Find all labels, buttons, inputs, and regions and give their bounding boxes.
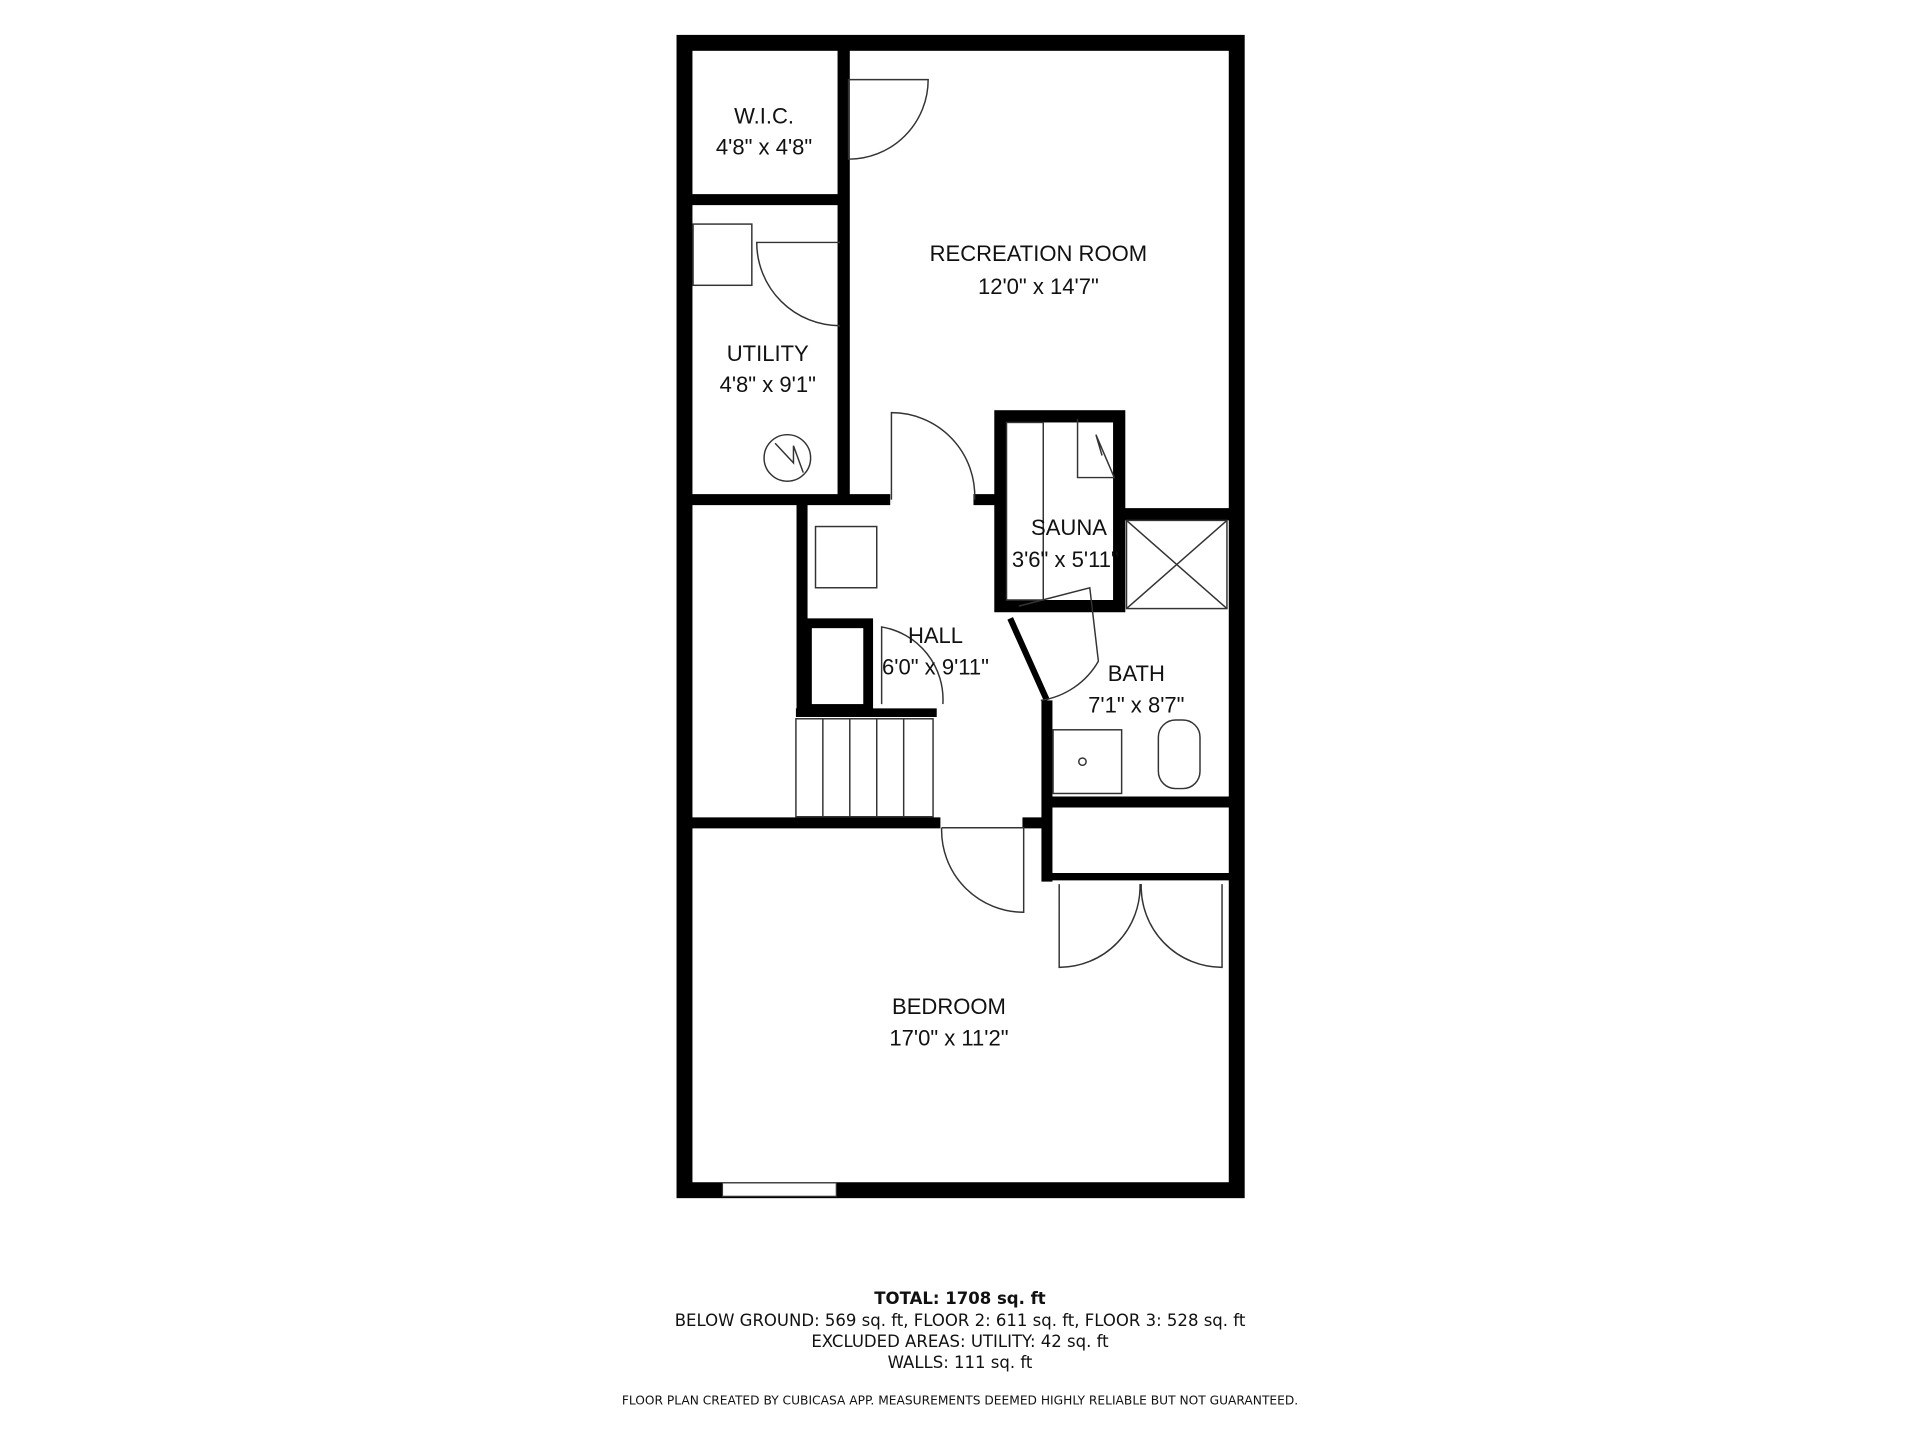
room-name-recreation: RECREATION ROOM	[930, 241, 1147, 266]
room-dims-wic: 4'8" x 4'8"	[716, 134, 812, 159]
total-area: TOTAL: 1708 sq. ft	[874, 1289, 1046, 1308]
room-name-bath: BATH	[1108, 661, 1165, 686]
room-dims-bath: 7'1" x 8'7"	[1088, 693, 1184, 718]
floor-areas: BELOW GROUND: 569 sq. ft, FLOOR 2: 611 s…	[675, 1311, 1246, 1330]
room-dims-utility: 4'8" x 9'1"	[720, 372, 816, 397]
room-dims-recreation: 12'0" x 14'7"	[978, 274, 1099, 299]
walls-area: WALLS: 111 sq. ft	[888, 1353, 1033, 1372]
room-name-utility: UTILITY	[727, 341, 809, 366]
room-dims-bedroom: 17'0" x 11'2"	[889, 1026, 1008, 1051]
disclaimer: FLOOR PLAN CREATED BY CUBICASA APP. MEAS…	[622, 1393, 1298, 1407]
walls	[676, 34, 1245, 1199]
room-name-wic: W.I.C.	[734, 104, 794, 129]
room-dims-hall: 6'0" x 9'11"	[882, 655, 989, 680]
room-dims-sauna: 3'6" x 5'11"	[1012, 547, 1119, 572]
fixtures	[692, 78, 1228, 1197]
room-name-hall: HALL	[908, 623, 963, 648]
room-name-bedroom: BEDROOM	[892, 994, 1006, 1019]
excluded-areas: EXCLUDED AREAS: UTILITY: 42 sq. ft	[811, 1332, 1109, 1351]
room-name-sauna: SAUNA	[1031, 515, 1107, 540]
